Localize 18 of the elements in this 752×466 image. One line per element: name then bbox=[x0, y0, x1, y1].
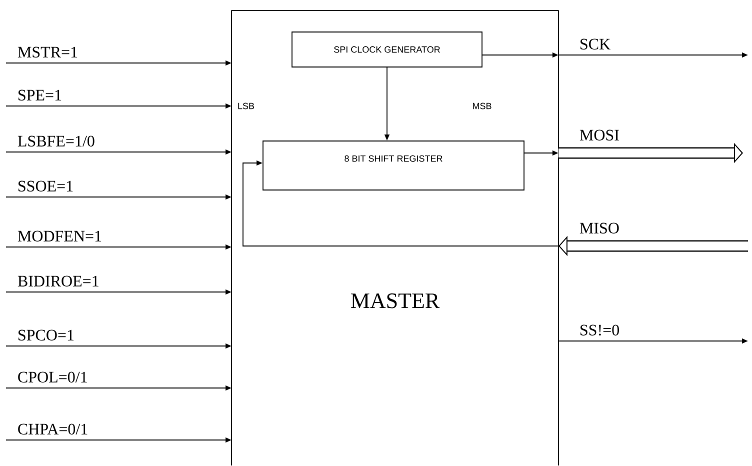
signal-label: BIDIROE=1 bbox=[18, 276, 98, 287]
signal-label: SCK bbox=[580, 38, 610, 50]
block-box: 8 BIT SHIFT REGISTER bbox=[262, 140, 524, 190]
signal-label: MOSI bbox=[580, 130, 619, 141]
bit-order-label: LSB bbox=[238, 102, 254, 110]
signal-label: CPOL=0/1 bbox=[18, 372, 87, 383]
bit-order-label: MSB bbox=[473, 102, 492, 110]
arrow bbox=[242, 160, 559, 246]
signal-label: MODFEN=1 bbox=[18, 230, 102, 242]
signal-label: LSBFE=1/0 bbox=[18, 136, 94, 147]
signal-label: MSTR=1 bbox=[18, 46, 78, 58]
signal-label: SS!=0 bbox=[580, 324, 619, 336]
signal-label: MISO bbox=[580, 222, 619, 234]
block-box: SPI CLOCK GENERATOR bbox=[292, 32, 482, 68]
signal-label: SPCO=1 bbox=[18, 330, 74, 341]
signal-label: SPE=1 bbox=[18, 90, 62, 101]
signal-label: SSOE=1 bbox=[18, 180, 73, 192]
signal-label: CHPA=0/1 bbox=[18, 424, 88, 435]
